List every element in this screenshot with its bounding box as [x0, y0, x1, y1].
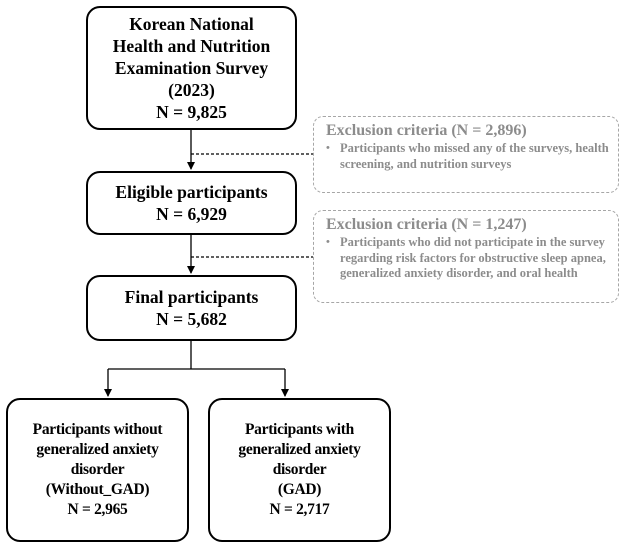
exclusion-2-text: Participants who did not participate in …: [340, 235, 606, 280]
source-line-2: Health and Nutrition: [112, 36, 271, 56]
exclusion-1-text: Participants who missed any of the surve…: [340, 141, 609, 171]
eligible-participants-box: Eligible participants N = 6,929: [86, 171, 297, 235]
without-gad-line-1: Participants without: [32, 421, 163, 438]
bullet-icon: •: [326, 236, 330, 248]
with-gad-group: (GAD): [277, 481, 322, 498]
source-survey-box: Korean National Health and Nutrition Exa…: [86, 6, 297, 130]
eligible-count: N = 6,929: [156, 204, 227, 224]
exclusion-1-item: • Participants who missed any of the sur…: [326, 141, 610, 172]
source-line-3: Examination Survey: [114, 58, 269, 78]
without-gad-count: N = 2,965: [67, 501, 128, 518]
exclusion-criteria-box-1: Exclusion criteria (N = 2,896) • Partici…: [313, 116, 619, 193]
source-year: (2023): [168, 80, 215, 100]
without-gad-box: Participants without generalized anxiety…: [6, 398, 189, 542]
exclusion-2-item: • Participants who did not participate i…: [326, 235, 610, 282]
with-gad-line-3: disorder: [272, 461, 327, 478]
bullet-icon: •: [326, 142, 330, 154]
eligible-label: Eligible participants: [115, 182, 268, 202]
without-gad-group: (Without_GAD): [45, 481, 150, 498]
exclusion-criteria-box-2: Exclusion criteria (N = 1,247) • Partici…: [313, 210, 619, 303]
with-gad-box: Participants with generalized anxiety di…: [208, 398, 391, 542]
final-participants-box: Final participants N = 5,682: [86, 275, 297, 341]
with-gad-line-2: generalized anxiety: [238, 441, 361, 458]
exclusion-1-title: Exclusion criteria (N = 2,896): [326, 122, 527, 139]
source-line-1: Korean National: [129, 14, 254, 34]
exclusion-2-title: Exclusion criteria (N = 1,247): [326, 216, 527, 233]
final-label: Final participants: [124, 287, 259, 307]
without-gad-line-3: disorder: [70, 461, 125, 478]
source-count: N = 9,825: [156, 102, 227, 122]
final-count: N = 5,682: [156, 309, 227, 329]
with-gad-line-1: Participants with: [245, 421, 354, 438]
with-gad-count: N = 2,717: [269, 501, 330, 518]
without-gad-line-2: generalized anxiety: [36, 441, 159, 458]
